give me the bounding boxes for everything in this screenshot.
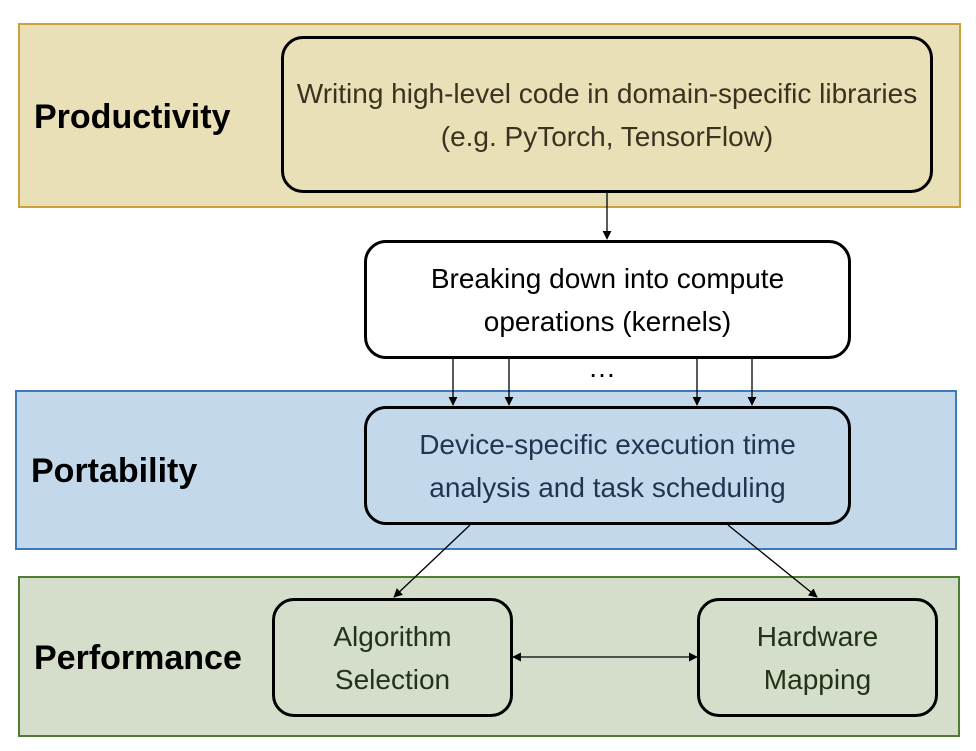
code-writing-box: Writing high-level code in domain-specif… (281, 36, 933, 193)
algorithm-selection-text: Algorithm Selection (333, 620, 452, 695)
device-scheduling-box: Device-specific execution time analysis … (364, 406, 851, 525)
hardware-mapping-text: Hardware Mapping (756, 620, 879, 695)
arrow-device-to-hardware (727, 524, 818, 598)
kernel-breakdown-box: Breaking down into compute operations (k… (364, 240, 851, 359)
productivity-label: Productivity (34, 98, 231, 136)
arrow-device-to-algorithm (393, 524, 471, 598)
algorithm-selection-box: Algorithm Selection (272, 598, 513, 717)
ellipsis-more-kernels: … (588, 352, 616, 383)
device-scheduling-text: Device-specific execution time analysis … (419, 428, 796, 503)
portability-label: Portability (31, 452, 198, 490)
kernel-breakdown-text: Breaking down into compute operations (k… (430, 262, 785, 337)
performance-label: Performance (34, 639, 242, 677)
code-writing-text: Writing high-level code in domain-specif… (296, 77, 918, 152)
hardware-mapping-box: Hardware Mapping (697, 598, 938, 717)
